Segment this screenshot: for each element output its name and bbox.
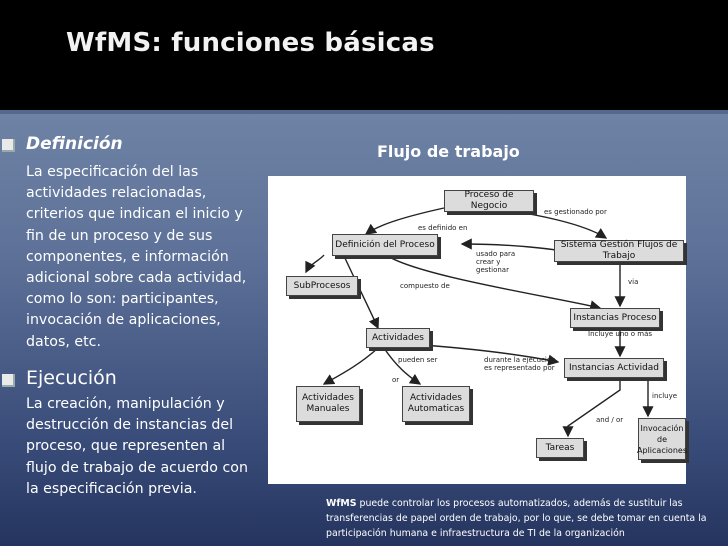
edge-label-es-definido-en: es definido en — [418, 224, 468, 232]
node-instancias-proceso: Instancias Proceso — [570, 308, 660, 328]
edge-label-compuesto-de: compuesto de — [400, 282, 450, 290]
node-actividades-manuales: Actividades Manuales — [296, 386, 360, 422]
node-sistema-gestion: Sistema Gestión Flujos de Trabajo — [554, 240, 684, 262]
node-instancias-actividad: Instancias Actividad — [564, 358, 664, 378]
edge-label-usado-para-crear: usado para crear y gestionar — [476, 250, 516, 274]
edge-label-incluye: incluye — [652, 392, 678, 400]
definicion-text: La especificación del las actividades re… — [26, 164, 247, 350]
edge-label-via: via — [628, 278, 639, 286]
node-subprocesos: SubProcesos — [286, 276, 358, 296]
caption-bold: WfMS — [326, 498, 357, 509]
divider — [0, 110, 728, 114]
node-proceso-negocio: Proceso de Negocio — [444, 190, 534, 212]
node-actividades: Actividades — [366, 328, 430, 348]
node-definicion-proceso: Definición del Proceso — [332, 234, 438, 256]
caption: WfMS puede controlar los procesos automa… — [326, 496, 716, 541]
title-bar: WfMS: funciones básicas — [0, 0, 728, 110]
edge-label-or: or — [392, 376, 400, 384]
edge-label-incluye-uno-o-mas: Incluye uno o más — [588, 330, 653, 338]
bullet-icon — [2, 139, 15, 152]
edge-label-durante-la-ejecucion: durante la ejecución es representado por — [484, 356, 556, 372]
node-actividades-automaticas: Actividades Automaticas — [402, 386, 470, 422]
edge-label-and-or: and / or — [596, 416, 624, 424]
slide-title: WfMS: funciones básicas — [66, 28, 435, 58]
caption-text: puede controlar los procesos automatizad… — [326, 498, 707, 539]
edge-label-pueden-ser: pueden ser — [398, 356, 438, 364]
node-invocacion-aplicaciones: Invocación de Aplicaciones — [637, 418, 687, 460]
diagram-title: Flujo de trabajo — [377, 142, 520, 161]
ejecucion-heading: Ejecución — [26, 367, 117, 389]
node-tareas: Tareas — [536, 438, 584, 458]
bullet-icon — [2, 374, 15, 387]
ejecucion-text: La creación, manipulación y destrucción … — [26, 396, 248, 497]
definicion-heading: Definición — [26, 134, 123, 154]
edge-label-es-gestionado-por: es gestionado por — [544, 208, 607, 216]
workflow-diagram: Proceso de Negocio Definición del Proces… — [268, 176, 687, 484]
